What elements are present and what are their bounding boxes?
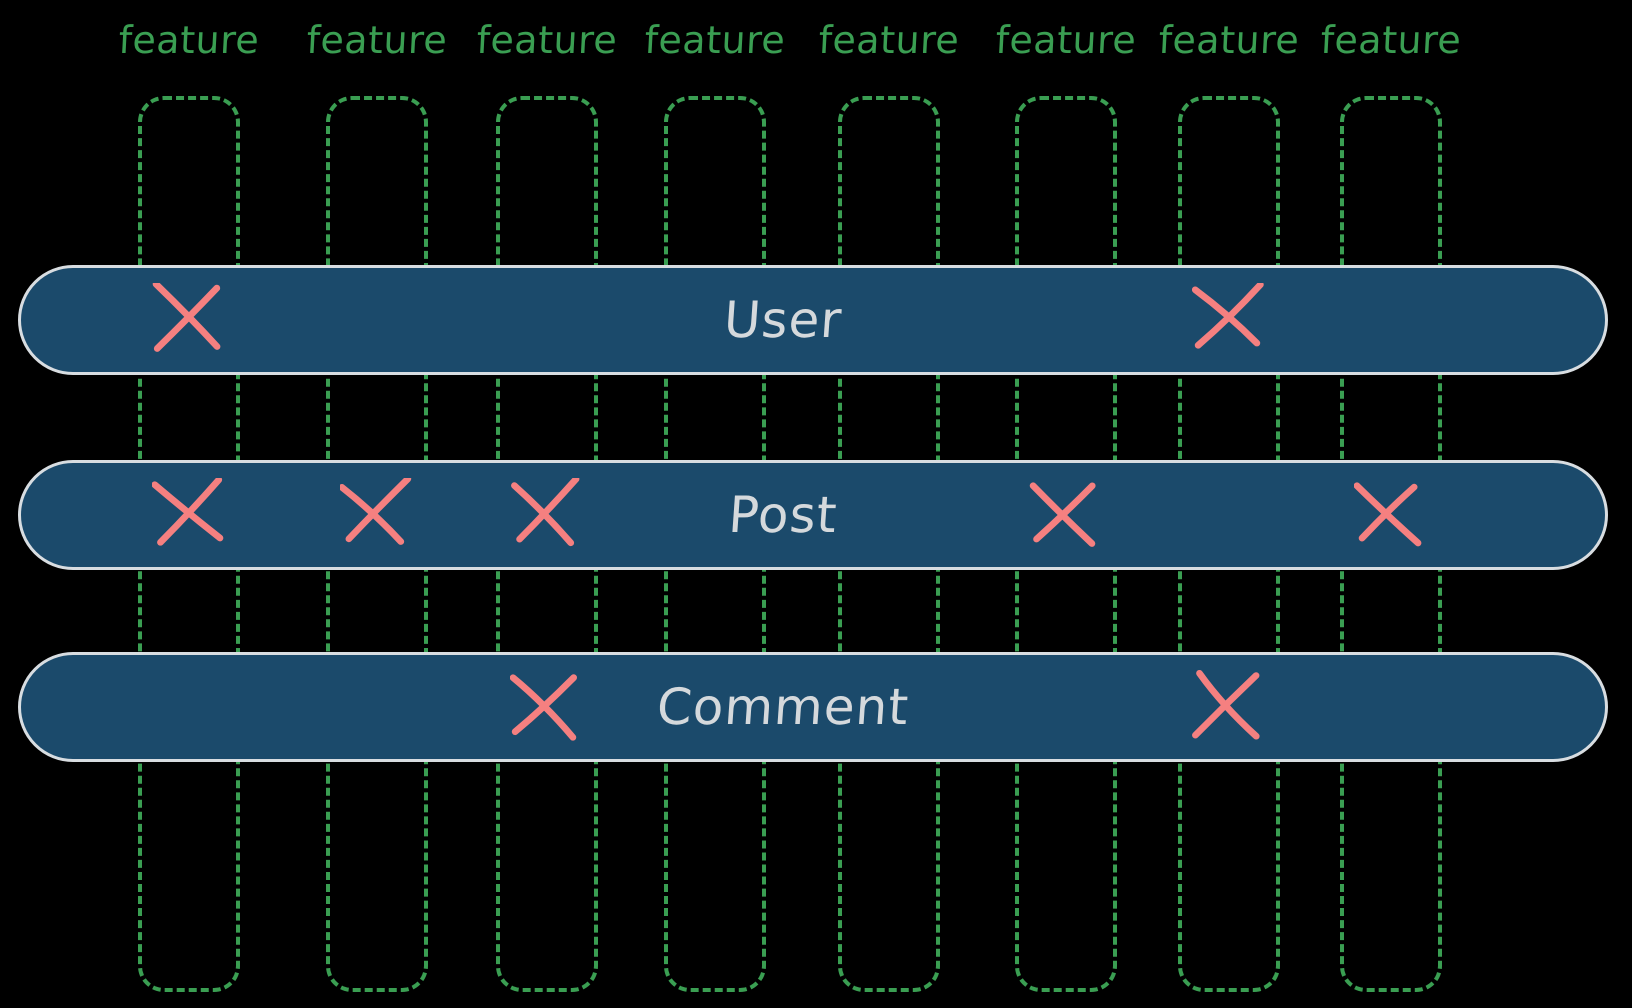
feature-label-4: feature [643,18,787,62]
feature-label-8: feature [1319,18,1463,62]
feature-label-2: feature [305,18,449,62]
entity-name-user: User [721,291,845,349]
entity-name-comment: Comment [654,678,912,736]
feature-label-5: feature [817,18,961,62]
entity-bar-post[interactable] [18,460,1608,570]
entity-name-post: Post [726,486,840,544]
feature-label-3: feature [475,18,619,62]
feature-label-1: feature [117,18,261,62]
entity-bar-user[interactable] [18,265,1608,375]
entity-bar-comment[interactable] [18,652,1608,762]
